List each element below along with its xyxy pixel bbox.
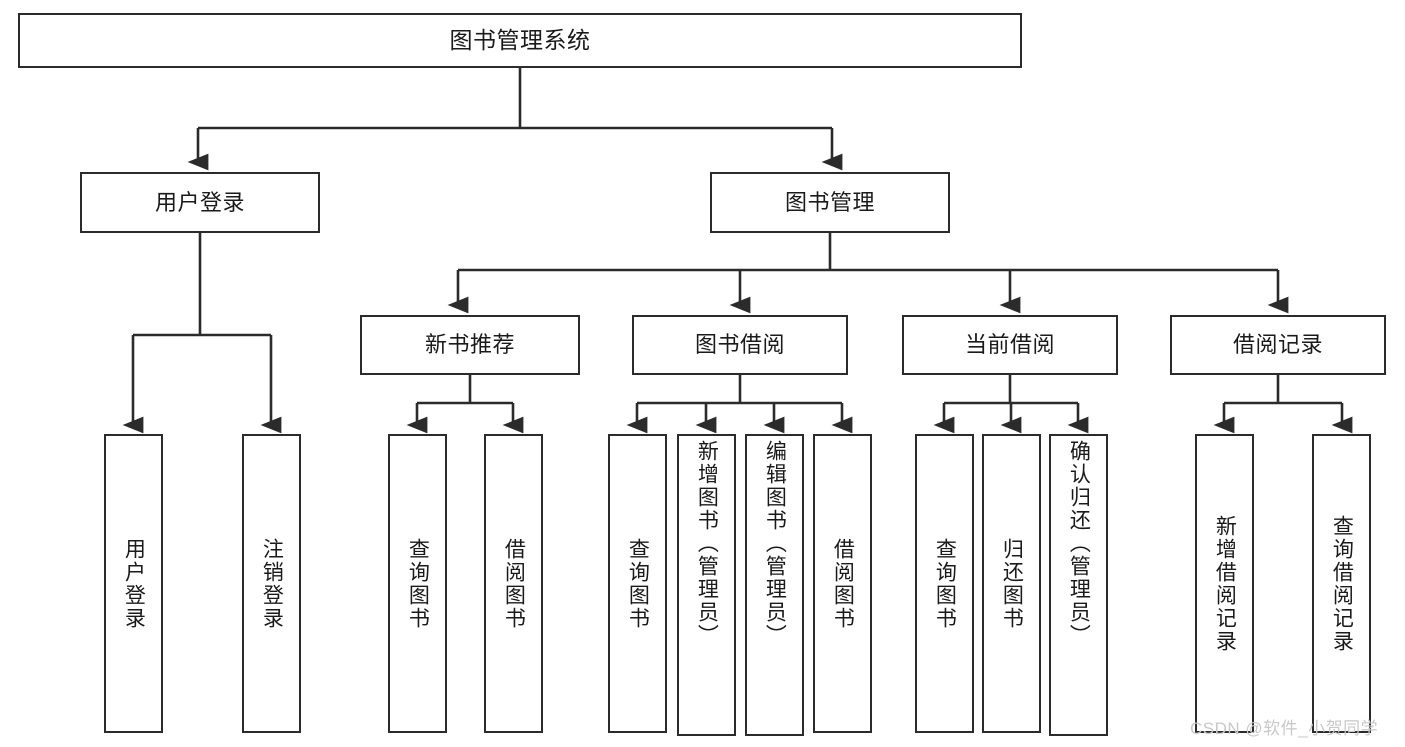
node-leaf-edit-book-label: 编辑图书（管理员） [763, 440, 787, 647]
node-leaf-logout[interactable]: 注销登录 [242, 434, 301, 733]
node-root-label: 图书管理系统 [449, 26, 591, 53]
node-leaf-return-book[interactable]: 归还图书 [982, 434, 1041, 733]
node-leaf-query-book-3-label: 查询图书 [933, 537, 957, 630]
node-book-borrow[interactable]: 图书借阅 [632, 315, 848, 375]
node-leaf-query-book-3[interactable]: 查询图书 [915, 434, 974, 733]
node-new-book-rec-label: 新书推荐 [424, 332, 515, 358]
node-leaf-query-book-1[interactable]: 查询图书 [388, 434, 447, 733]
node-leaf-add-record[interactable]: 新增借阅记录 [1195, 434, 1254, 733]
node-book-borrow-label: 图书借阅 [694, 332, 785, 358]
node-leaf-user-login[interactable]: 用户登录 [104, 434, 163, 733]
node-book-manage-label: 图书管理 [784, 189, 875, 215]
node-borrow-record[interactable]: 借阅记录 [1170, 315, 1386, 375]
node-leaf-return-book-label: 归还图书 [1000, 537, 1024, 630]
node-current-borrow-label: 当前借阅 [964, 332, 1055, 358]
node-leaf-logout-label: 注销登录 [260, 537, 284, 630]
node-user-login-label: 用户登录 [154, 189, 245, 215]
node-leaf-query-record[interactable]: 查询借阅记录 [1312, 434, 1371, 733]
node-book-manage[interactable]: 图书管理 [710, 172, 950, 233]
node-leaf-user-login-label: 用户登录 [122, 537, 146, 630]
node-leaf-add-book[interactable]: 新增图书（管理员） [677, 434, 736, 736]
csdn-watermark: CSDN @软件_小贺同学 [1190, 719, 1379, 738]
node-leaf-confirm-return[interactable]: 确认归还（管理员） [1049, 434, 1108, 736]
node-leaf-query-book-1-label: 查询图书 [406, 537, 430, 630]
node-root[interactable]: 图书管理系统 [18, 13, 1022, 68]
node-user-login[interactable]: 用户登录 [80, 172, 320, 233]
node-leaf-borrow-book-1[interactable]: 借阅图书 [484, 434, 543, 733]
node-leaf-query-book-2[interactable]: 查询图书 [608, 434, 667, 733]
node-leaf-query-record-label: 查询借阅记录 [1330, 514, 1354, 653]
node-current-borrow[interactable]: 当前借阅 [902, 315, 1118, 375]
node-leaf-borrow-book-1-label: 借阅图书 [502, 537, 526, 630]
node-new-book-rec[interactable]: 新书推荐 [360, 315, 580, 375]
node-leaf-edit-book[interactable]: 编辑图书（管理员） [745, 434, 804, 736]
node-leaf-confirm-return-label: 确认归还（管理员） [1067, 440, 1091, 647]
node-leaf-query-book-2-label: 查询图书 [626, 537, 650, 630]
node-leaf-borrow-book-2[interactable]: 借阅图书 [813, 434, 872, 733]
node-borrow-record-label: 借阅记录 [1232, 332, 1323, 358]
node-leaf-add-book-label: 新增图书（管理员） [695, 440, 719, 647]
node-leaf-add-record-label: 新增借阅记录 [1213, 514, 1237, 653]
node-leaf-borrow-book-2-label: 借阅图书 [831, 537, 855, 630]
